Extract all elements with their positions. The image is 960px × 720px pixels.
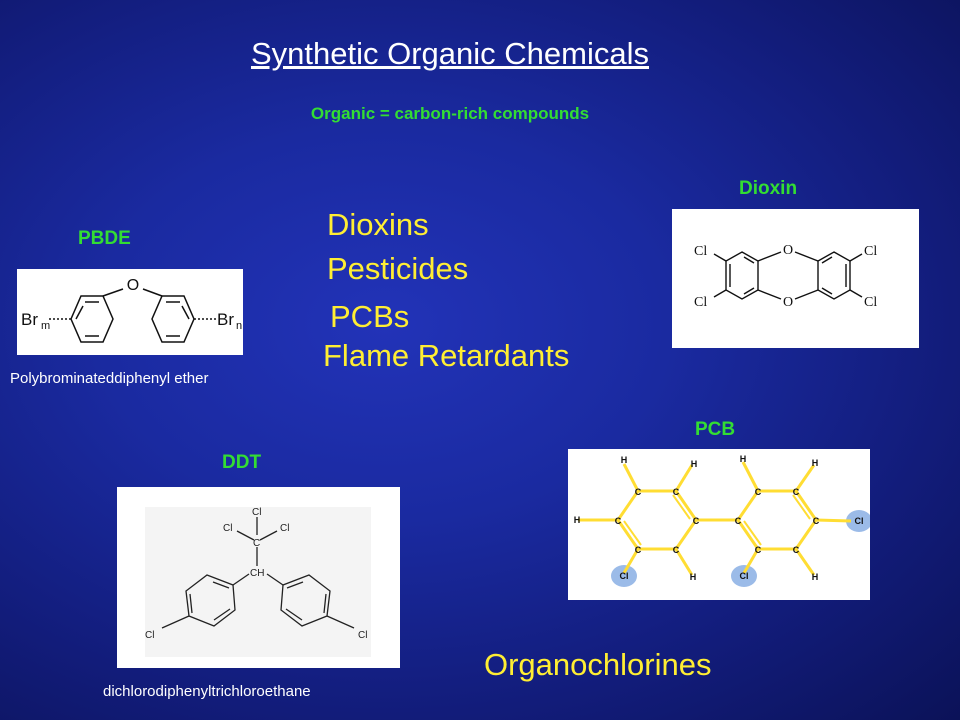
dioxin-o-top: O — [783, 243, 793, 258]
ddt-structure: Cl Cl Cl C CH Cl Cl — [117, 487, 400, 668]
pcb-c: C — [615, 516, 622, 526]
dioxin-o-bottom: O — [783, 295, 793, 310]
category-pesticides: Pesticides — [327, 251, 469, 286]
ddt-cl-top: Cl — [252, 507, 261, 518]
organochlorines-label: Organochlorines — [484, 647, 712, 682]
ddt-cl-left: Cl — [223, 523, 232, 534]
pcb-c: C — [693, 516, 700, 526]
category-pcbs: PCBs — [330, 299, 410, 334]
pcb-h: H — [621, 455, 628, 465]
dioxin-structure: O O Cl Cl Cl Cl — [672, 209, 919, 348]
pcb-c: C — [793, 487, 800, 497]
pcb-h: H — [574, 515, 581, 525]
pcb-h: H — [690, 572, 697, 582]
dioxin-label: Dioxin — [739, 178, 798, 199]
ddt-ch: CH — [250, 568, 264, 579]
pcb-c: C — [793, 545, 800, 555]
pcb-c: C — [635, 545, 642, 555]
pcb-c: C — [813, 516, 820, 526]
ddt-label: DDT — [222, 452, 262, 473]
dioxin-cl-1: Cl — [694, 244, 707, 259]
pcb-label: PCB — [695, 419, 736, 440]
slide-subtitle: Organic = carbon-rich compounds — [310, 104, 590, 123]
pcb-cl: Cl — [740, 571, 749, 581]
dioxin-cl-2: Cl — [694, 295, 707, 310]
category-flame-retardants: Flame Retardants — [323, 338, 570, 373]
pcb-h: H — [740, 454, 747, 464]
ddt-cl-ring-left: Cl — [145, 630, 154, 641]
dioxin-cl-4: Cl — [864, 295, 877, 310]
pcb-h: H — [812, 458, 819, 468]
ddt-cl-ring-right: Cl — [358, 630, 367, 641]
pcb-c: C — [635, 487, 642, 497]
ddt-cl-right: Cl — [280, 523, 289, 534]
ddt-caption: dichlorodiphenyltrichloroethane — [103, 683, 311, 700]
pbde-sub-m: m — [41, 320, 50, 332]
pbde-oxygen: O — [127, 277, 139, 294]
dioxin-cl-3: Cl — [864, 244, 877, 259]
pbde-label: PBDE — [78, 228, 131, 249]
pcb-c: C — [755, 487, 762, 497]
pcb-c: C — [755, 545, 762, 555]
pcb-c: C — [735, 516, 742, 526]
pcb-cl: Cl — [620, 571, 629, 581]
pbde-br-left: Br — [21, 310, 38, 329]
category-dioxins: Dioxins — [327, 207, 429, 242]
ddt-carbon: C — [253, 538, 260, 549]
pcb-structure: C C C C C C C C C C C C H H H H H H H Cl… — [568, 449, 870, 600]
pcb-h: H — [691, 459, 698, 469]
pbde-structure: O Br m Br n — [17, 269, 243, 355]
pcb-cl: Cl — [855, 516, 864, 526]
pcb-c: C — [673, 487, 680, 497]
slide-title: Synthetic Organic Chemicals — [251, 36, 649, 71]
pcb-c: C — [673, 545, 680, 555]
pbde-sub-n: n — [236, 320, 242, 332]
pbde-caption: Polybrominateddiphenyl ether — [10, 370, 209, 387]
pbde-br-right: Br — [217, 310, 234, 329]
pcb-h: H — [812, 572, 819, 582]
